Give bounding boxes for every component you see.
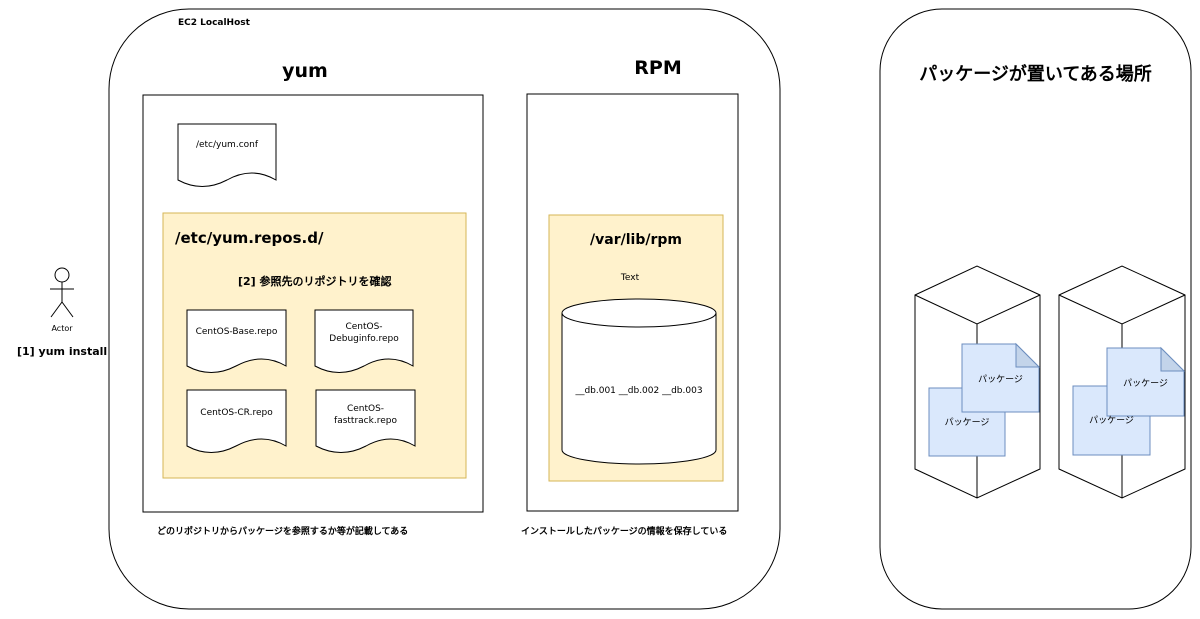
rpm-dir-label: /var/lib/rpm [590, 232, 682, 248]
repo-file-4: CentOS- fasttrack.repo [334, 404, 397, 426]
repo-document-2 [314, 309, 414, 373]
rpm-title: RPM [634, 57, 682, 79]
yum-conf-label: /etc/yum.conf [195, 140, 259, 150]
repo-document-3 [186, 389, 287, 453]
package-label-1b: パッケージ [978, 375, 1023, 385]
rpm-db-files: __db.001 __db.002 __db.003 [575, 386, 703, 396]
repo-file-1: CentOS-Base.repo [195, 327, 278, 337]
yum-title: yum [282, 60, 328, 82]
actor-figure [50, 267, 74, 318]
step1-label: [1] yum install [17, 345, 108, 358]
package-location-title: パッケージが置いてある場所 [919, 64, 1152, 85]
step2-label: [2] 参照先のリポジトリを確認 [238, 275, 392, 288]
repo-file-3: CentOS-CR.repo [200, 408, 273, 418]
repo-document-1 [186, 309, 287, 373]
actor-label: Actor [51, 324, 73, 333]
repo-document-4 [315, 389, 416, 453]
rpm-text-label: Text [620, 273, 640, 283]
package-label-1a: パッケージ [944, 418, 990, 428]
ec2-localhost-label: EC2 LocalHost [178, 18, 250, 28]
rpm-database-cylinder-top [561, 298, 717, 328]
rpm-description: インストールしたパッケージの情報を保存している [521, 527, 728, 537]
yum-conf-document [177, 123, 277, 187]
rpm-database-cylinder [561, 313, 717, 465]
repo-file-2: CentOS- Debuginfo.repo [329, 322, 399, 344]
package-label-2b: パッケージ [1123, 379, 1168, 389]
package-note-1b [961, 342, 1041, 413]
package-label-2a: パッケージ [1089, 416, 1134, 426]
package-note-2b [1106, 346, 1186, 417]
yum-description: どのリポジトリからパッケージを参照するか等が記載してある [157, 527, 409, 537]
repos-dir-label: /etc/yum.repos.d/ [175, 229, 324, 247]
